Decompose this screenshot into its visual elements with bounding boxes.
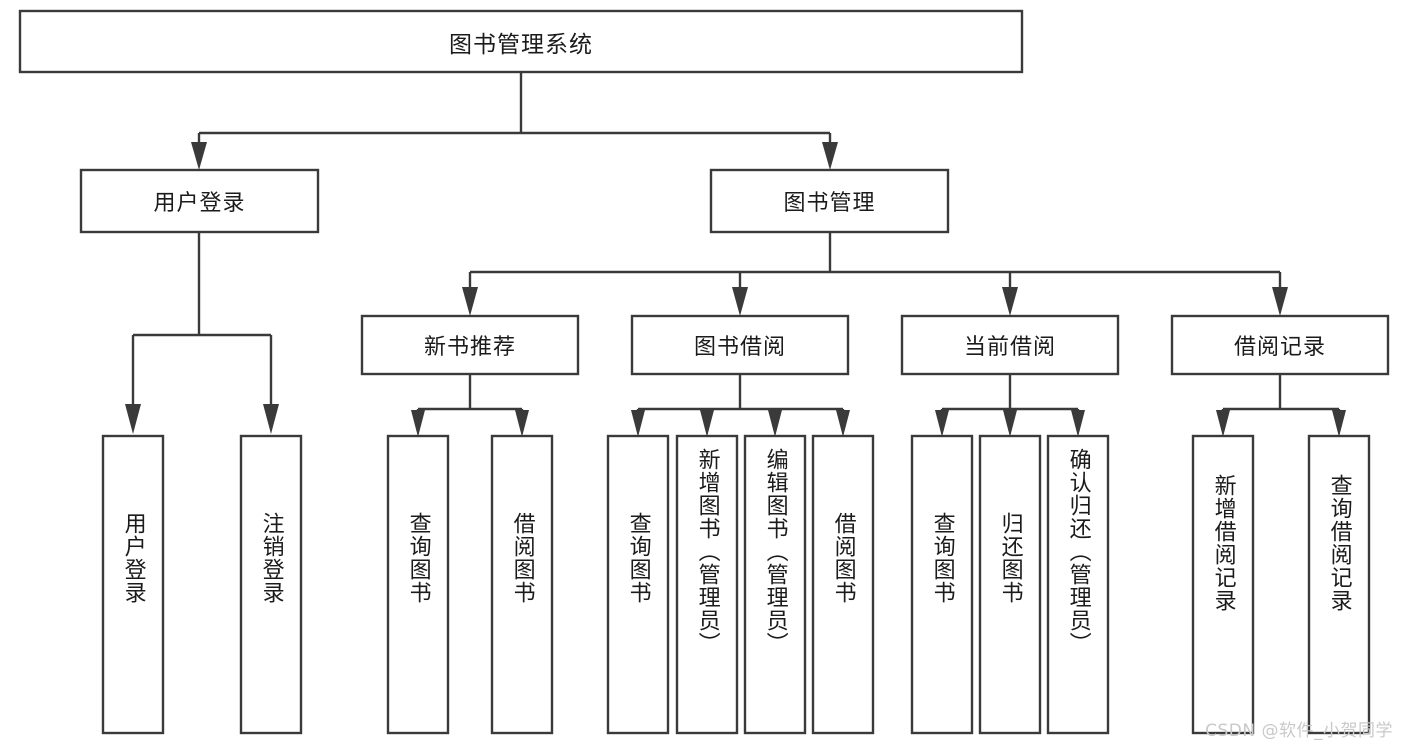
leaf-box-borrow-book-1[interactable]: [490, 434, 554, 735]
arrow-ul-c2: [263, 404, 279, 434]
leaf-box-query-book-2[interactable]: [606, 434, 670, 735]
arrow-bm-c3: [1002, 287, 1018, 316]
leaf-box-query-record[interactable]: [1307, 434, 1371, 735]
arrow-bb-c2: [700, 410, 714, 437]
leaf-box-user-login[interactable]: [101, 434, 165, 735]
arrow-bm-c1: [462, 287, 478, 316]
leaf-box-add-record[interactable]: [1191, 434, 1255, 735]
arrow-cb-c2: [1003, 410, 1017, 437]
node-new-book-recommend-box[interactable]: [360, 314, 580, 376]
node-current-borrow-box[interactable]: [900, 314, 1120, 376]
arrow-br-c2: [1332, 410, 1346, 437]
arrow-ul-c1: [125, 404, 141, 434]
connector-group: [125, 72, 1346, 437]
arrow-nbr-c1: [411, 410, 425, 437]
arrow-bm-c2: [732, 287, 748, 316]
leaf-box-edit-book[interactable]: [743, 434, 807, 735]
leaf-box-logout[interactable]: [239, 434, 303, 735]
arrow-bb-c1: [631, 410, 645, 437]
node-book-management-box[interactable]: [709, 168, 950, 234]
arrow-br-c1: [1216, 410, 1230, 437]
arrow-bm-c4: [1272, 287, 1288, 316]
arrow-root-to-book-management: [822, 142, 838, 170]
node-borrow-record-box[interactable]: [1170, 314, 1390, 376]
arrow-cb-c1: [935, 410, 949, 437]
leaf-box-confirm-return[interactable]: [1046, 434, 1110, 735]
arrow-root-to-user-login: [191, 142, 207, 170]
leaf-box-add-book[interactable]: [675, 434, 739, 735]
arrow-nbr-c2: [515, 410, 529, 437]
leaf-box-query-book-3[interactable]: [910, 434, 974, 735]
node-book-borrow-box[interactable]: [630, 314, 850, 376]
arrow-cb-c3: [1071, 410, 1085, 437]
leaf-box-borrow-book-2[interactable]: [811, 434, 875, 735]
arrow-bb-c4: [836, 410, 850, 437]
arrow-bb-c3: [768, 410, 782, 437]
leaf-box-query-book-1[interactable]: [386, 434, 450, 735]
node-box-group: [18, 9, 1390, 735]
node-user-login-box[interactable]: [79, 168, 320, 234]
node-root-box[interactable]: [18, 9, 1024, 74]
leaf-box-return-book[interactable]: [978, 434, 1042, 735]
